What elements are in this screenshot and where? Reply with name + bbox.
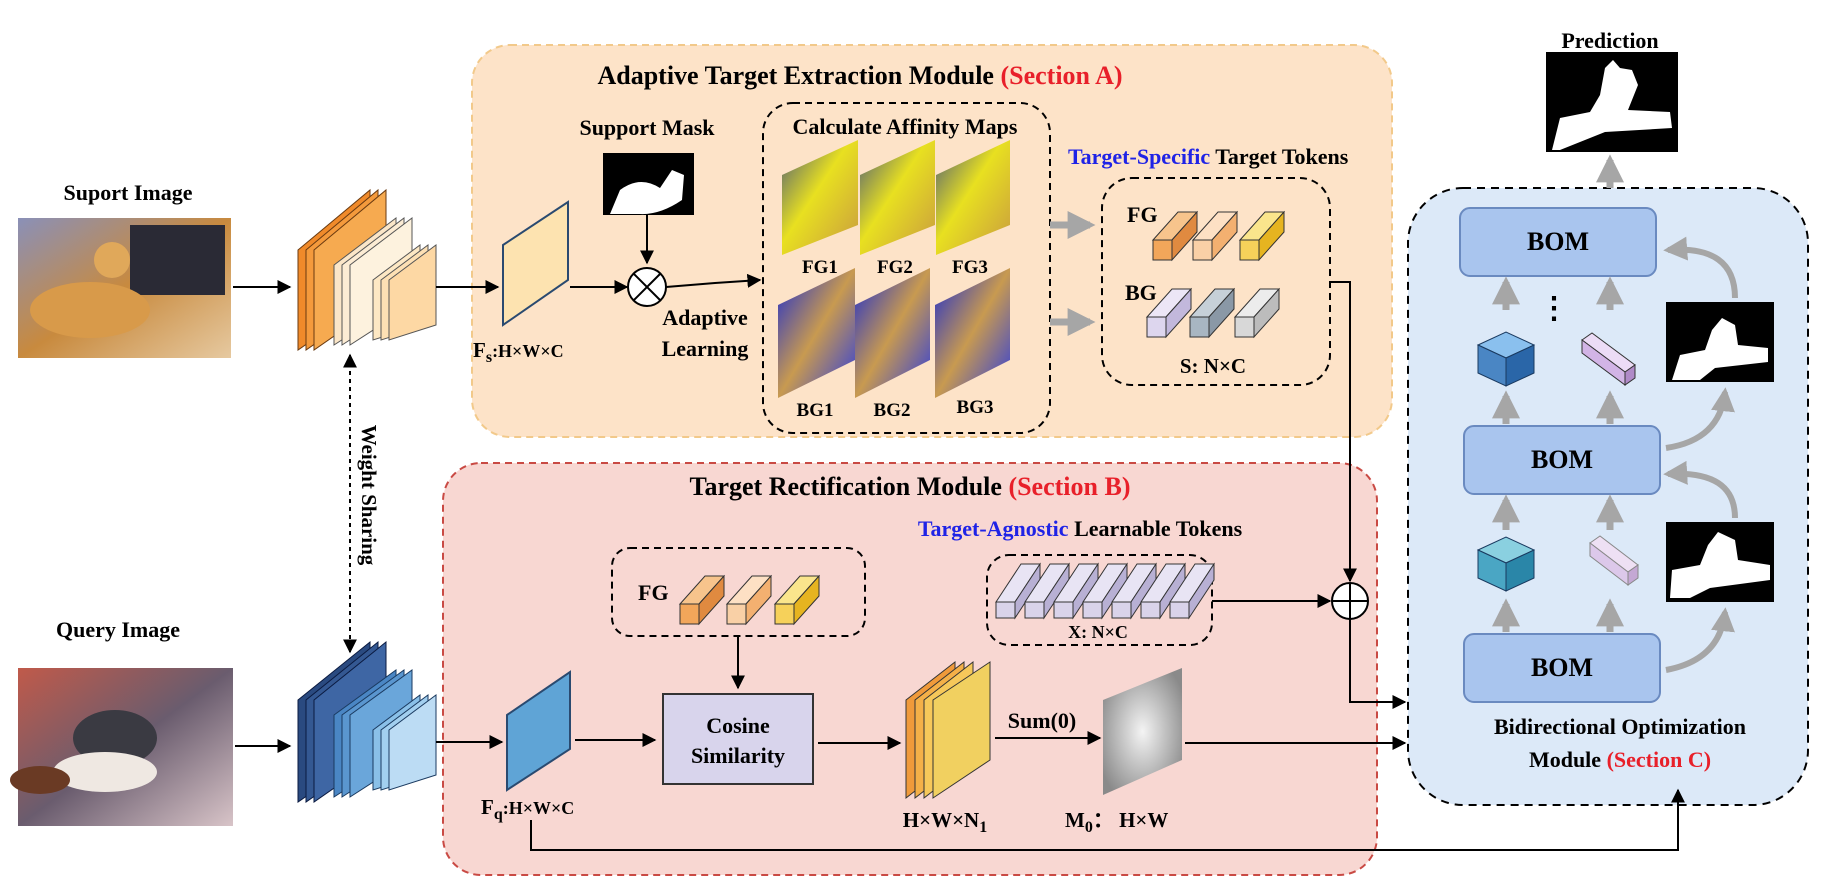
query-image-label: Query Image xyxy=(56,617,180,642)
fg-token xyxy=(1238,210,1286,262)
add-operator xyxy=(1331,582,1369,620)
map-label-fg3: FG3 xyxy=(952,257,988,278)
support-image-label: Suport Image xyxy=(64,180,193,205)
learnable-token xyxy=(1111,562,1157,620)
affinity-maps xyxy=(778,140,1010,398)
fq-label: Fq:H×W×C xyxy=(481,795,574,823)
bom-block-middle: BOM xyxy=(1463,425,1661,495)
cosine-label-1: Cosine xyxy=(706,713,770,738)
bom-label-bottom: BOM xyxy=(1531,653,1593,682)
fg-token xyxy=(773,574,821,626)
bom-block-top: BOM xyxy=(1459,207,1657,277)
affinity-map-bg1 xyxy=(778,268,855,398)
fg-token xyxy=(678,574,726,626)
query-cube-lower xyxy=(1476,536,1536,592)
learnable-tokens-box xyxy=(986,554,1213,646)
learnable-token xyxy=(995,562,1041,620)
bg-token xyxy=(1145,287,1193,339)
fg-prototype-label: FG xyxy=(638,580,669,605)
sum-label: Sum(0) xyxy=(1008,708,1076,733)
affinity-box xyxy=(762,102,1051,434)
affinity-map-fg1 xyxy=(782,140,858,255)
learnable-token xyxy=(1082,562,1128,620)
support-encoder xyxy=(297,188,437,351)
fs-label: Fs:H×W×C xyxy=(473,338,564,366)
mult-to-affinity-arrow xyxy=(665,273,762,288)
intermediate-mask-upper xyxy=(1666,302,1774,382)
add-to-boms-arrow xyxy=(1349,619,1407,709)
x-dims-label: X: N×C xyxy=(1068,622,1128,642)
map-label-bg2: BG2 xyxy=(874,400,911,421)
section-b-title: Target Rectification Module (Section B) xyxy=(690,472,1131,501)
prediction-label: Prediction xyxy=(1561,28,1658,53)
support-mask-image xyxy=(603,153,694,215)
learnable-token xyxy=(1140,562,1186,620)
cosine-label-2: Similarity xyxy=(691,743,785,768)
cosine-similarity-block xyxy=(662,693,814,785)
intermediate-mask-lower xyxy=(1666,522,1774,602)
target-tokens-title: Target-Specific Target Tokens xyxy=(1068,144,1349,169)
map-label-fg1: FG1 xyxy=(802,257,838,278)
target-bg-label: BG xyxy=(1125,280,1157,305)
bg-token xyxy=(1233,287,1281,339)
weight-sharing-label: Weight Sharing xyxy=(357,425,381,566)
fg-token xyxy=(1191,210,1239,262)
section-a-panel xyxy=(471,44,1393,438)
bom-label-middle: BOM xyxy=(1531,445,1593,474)
similarity-maps-stack xyxy=(905,660,991,800)
support-image xyxy=(18,218,231,358)
section-a-title: Adaptive Target Extraction Module (Secti… xyxy=(597,61,1122,90)
bg-token xyxy=(1188,287,1236,339)
s-dims-label: S: N×C xyxy=(1180,354,1246,378)
affinity-title: Calculate Affinity Maps xyxy=(793,114,1018,139)
query-encoder xyxy=(297,640,437,803)
affinity-map-fg3 xyxy=(936,140,1010,255)
adaptive-learning-label-2: Learning xyxy=(662,336,749,361)
section-c-panel xyxy=(1407,187,1809,806)
fg-token xyxy=(1151,210,1199,262)
target-tokens-to-add-arrow xyxy=(1330,281,1357,583)
curved-feedback-arrows xyxy=(1663,236,1738,673)
m0-prior-mask xyxy=(1103,668,1182,795)
learnable-tokens xyxy=(995,562,1215,620)
map-label-bg3: BG3 xyxy=(957,397,994,418)
fg-token xyxy=(725,574,773,626)
token-upper xyxy=(1581,332,1636,386)
m0-label: M0： H×W xyxy=(1065,808,1168,836)
adaptive-learning-label-1: Adaptive xyxy=(662,305,748,330)
affinity-map-bg3 xyxy=(935,268,1010,398)
learnable-token xyxy=(1053,562,1099,620)
affinity-map-bg2 xyxy=(855,268,930,398)
learnable-token xyxy=(1024,562,1070,620)
query-image xyxy=(10,668,233,826)
bom-block-bottom: BOM xyxy=(1463,633,1661,703)
query-cube-upper xyxy=(1476,331,1536,387)
multiply-operator xyxy=(627,267,667,307)
vertical-dots: ⋮ xyxy=(1539,292,1569,325)
learnable-tokens-title: Target-Agnostic Learnable Tokens xyxy=(918,516,1243,541)
target-bg-tokens xyxy=(1145,287,1281,339)
fs-feature xyxy=(502,200,569,327)
fq-skip-arrow xyxy=(530,788,1685,851)
bom-label-top: BOM xyxy=(1527,227,1589,256)
fg-prototype-tokens xyxy=(678,574,821,626)
token-lower xyxy=(1589,535,1639,587)
bom-up-arrows xyxy=(1492,276,1624,632)
fq-feature xyxy=(506,670,571,792)
target-fg-label: FG xyxy=(1127,202,1158,227)
learnable-token xyxy=(1169,562,1215,620)
map-label-fg2: FG2 xyxy=(877,257,913,278)
support-mask-label: Support Mask xyxy=(579,115,715,140)
map-label-bg1: BG1 xyxy=(797,400,834,421)
section-c-title-2: Module (Section C) xyxy=(1529,747,1711,772)
affinity-map-fg2 xyxy=(860,140,935,255)
prediction-mask xyxy=(1546,52,1678,152)
target-fg-tokens xyxy=(1151,210,1286,262)
section-c-title-1: Bidirectional Optimization xyxy=(1494,714,1746,739)
hwn-label: H×W×N1 xyxy=(903,808,987,836)
